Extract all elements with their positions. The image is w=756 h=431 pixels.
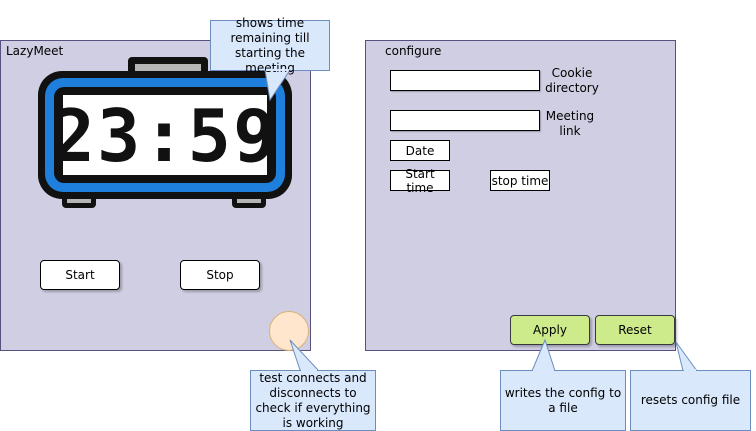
reset-callout: resets config file [630, 370, 751, 431]
cookie-directory-label: Cookie directory [545, 66, 599, 95]
stop-time-button[interactable]: stop time [490, 170, 550, 191]
meeting-link-label: Meeting link [545, 109, 595, 138]
app-title: LazyMeet [6, 44, 64, 58]
apply-callout: writes the config to a file [500, 370, 626, 431]
test-connection-callout: test connects and disconnects to check i… [250, 370, 376, 431]
configure-title: configure [385, 44, 442, 58]
test-connection-button[interactable] [269, 311, 309, 351]
reset-button[interactable]: Reset [595, 315, 675, 345]
apply-button[interactable]: Apply [510, 315, 590, 345]
clock-icon [38, 57, 292, 208]
configure-panel: configure [365, 40, 676, 351]
start-time-button[interactable]: Start time [390, 167, 450, 195]
date-button[interactable]: Date [390, 140, 450, 161]
cookie-directory-input[interactable] [390, 70, 540, 91]
stop-button[interactable]: Stop [180, 260, 260, 290]
start-button[interactable]: Start [40, 260, 120, 290]
meeting-link-input[interactable] [390, 110, 540, 131]
clock-display: 23:59 [51, 94, 279, 178]
clock-callout: shows time remaining till starting the m… [210, 16, 330, 75]
